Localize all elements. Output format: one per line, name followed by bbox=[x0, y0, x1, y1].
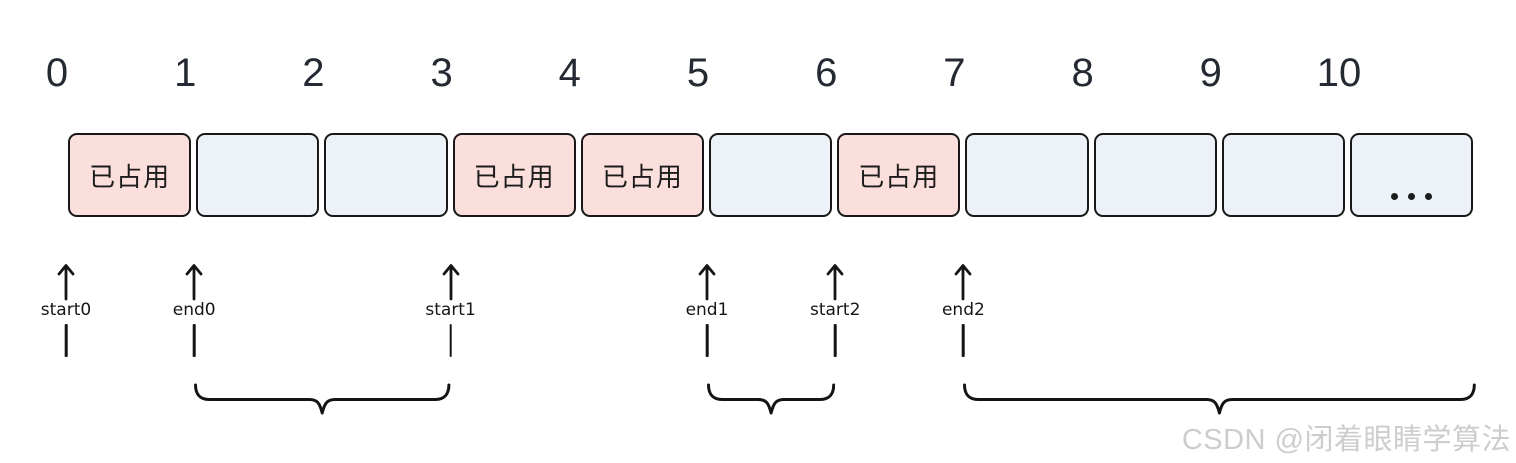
pointer-tick bbox=[705, 324, 709, 357]
index-label: 1 bbox=[174, 51, 197, 95]
memory-cell-occupied: 已占用 bbox=[452, 133, 576, 217]
up-arrow-icon bbox=[185, 264, 203, 301]
dot bbox=[1408, 193, 1416, 200]
pointer-label-end0: end0 bbox=[172, 300, 216, 320]
dot bbox=[1425, 193, 1433, 200]
ellipsis-icon bbox=[1352, 193, 1471, 200]
occupied-label: 已占用 bbox=[89, 161, 171, 192]
index-label: 9 bbox=[1199, 51, 1222, 95]
memory-cell-free bbox=[1221, 133, 1345, 217]
memory-cell-free bbox=[965, 133, 1089, 217]
range-brace bbox=[963, 383, 1477, 415]
index-label: 6 bbox=[815, 51, 838, 95]
memory-cell-free bbox=[196, 133, 320, 217]
index-label: 2 bbox=[302, 51, 325, 95]
up-arrow-icon bbox=[954, 264, 972, 301]
occupied-label: 已占用 bbox=[858, 161, 940, 192]
index-label: 3 bbox=[430, 51, 453, 95]
range-brace bbox=[707, 383, 836, 415]
pointer-label-end2: end2 bbox=[941, 300, 985, 320]
memory-cell-free bbox=[709, 133, 833, 217]
pointer-tick bbox=[449, 324, 452, 357]
pointer-label-start0: start0 bbox=[40, 300, 92, 320]
up-arrow-icon bbox=[442, 264, 459, 301]
memory-cell-ellipsis bbox=[1350, 133, 1474, 217]
index-label: 10 bbox=[1316, 51, 1362, 95]
index-label: 4 bbox=[558, 51, 581, 95]
index-label: 8 bbox=[1071, 51, 1094, 95]
pointer-label-end1: end1 bbox=[685, 300, 729, 320]
index-label: 0 bbox=[45, 51, 69, 95]
up-arrow-icon bbox=[698, 264, 716, 301]
pointer-label-start2: start2 bbox=[809, 300, 861, 320]
pointer-tick bbox=[64, 324, 68, 357]
occupied-label: 已占用 bbox=[601, 161, 683, 192]
memory-cell-occupied: 已占用 bbox=[68, 133, 192, 217]
watermark: CSDN @闭着眼睛学算法 bbox=[1181, 424, 1511, 456]
index-label: 7 bbox=[943, 51, 966, 95]
memory-cell-free bbox=[324, 133, 448, 217]
memory-cell-free bbox=[1093, 133, 1217, 217]
dot bbox=[1391, 193, 1399, 200]
pointer-label-start1: start1 bbox=[425, 300, 476, 320]
index-label: 5 bbox=[686, 51, 710, 95]
range-brace bbox=[194, 383, 451, 415]
pointer-tick bbox=[962, 324, 965, 357]
occupied-label: 已占用 bbox=[473, 161, 555, 192]
pointer-tick bbox=[833, 324, 837, 357]
pointer-tick bbox=[192, 324, 196, 357]
up-arrow-icon bbox=[826, 264, 844, 301]
memory-cell-occupied: 已占用 bbox=[580, 133, 704, 217]
up-arrow-icon bbox=[57, 264, 75, 301]
memory-cell-occupied: 已占用 bbox=[837, 133, 961, 217]
